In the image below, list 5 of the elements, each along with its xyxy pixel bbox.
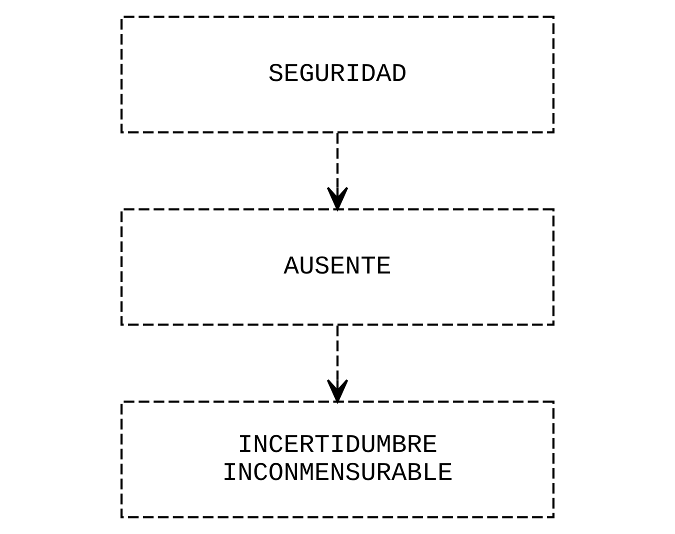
node-box: SEGURIDAD xyxy=(120,16,555,134)
node-box: INCERTIDUMBRE INCONMENSURABLE xyxy=(120,400,555,518)
node-box: AUSENTE xyxy=(120,208,555,326)
arrow xyxy=(326,326,348,403)
arrow xyxy=(326,133,348,210)
